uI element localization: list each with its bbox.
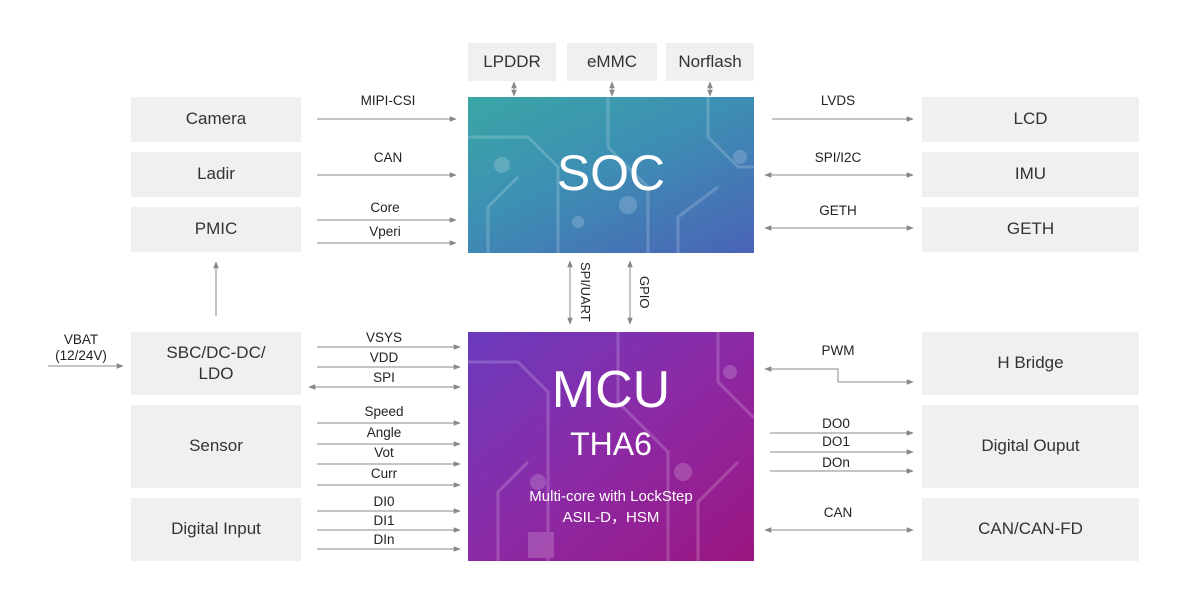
signal-label-ladir-can: CAN xyxy=(373,150,403,165)
lpddr-block: LPDDR xyxy=(468,43,556,81)
signal-label-di1: DI1 xyxy=(373,513,395,528)
signal-label-sbc-spi: SPI xyxy=(373,370,395,385)
vbat-range: (12/24V) xyxy=(55,348,107,363)
imu-block: IMU xyxy=(922,152,1139,197)
signal-label-mcu-can: CAN xyxy=(823,505,853,520)
signal-label-vsys: VSYS xyxy=(365,330,403,345)
mcu-title: MCU xyxy=(551,361,671,419)
ladir-block: Ladir xyxy=(131,152,301,197)
signal-label-angle: Angle xyxy=(366,425,402,440)
signal-label-di0: DI0 xyxy=(373,494,395,509)
signal-label-curr: Curr xyxy=(370,466,398,481)
signal-label-don: DOn xyxy=(822,455,850,470)
lcd-block: LCD xyxy=(922,97,1139,142)
norflash-block: Norflash xyxy=(666,43,754,81)
soc-trace-pattern xyxy=(468,97,754,253)
signal-label-vot: Vot xyxy=(374,445,394,460)
emmc-block: eMMC xyxy=(567,43,657,81)
signal-label-spi-i2c: SPI/I2C xyxy=(814,150,862,165)
signal-label-spi-uart: SPI/UART xyxy=(578,262,593,322)
signal-label-din: DIn xyxy=(373,532,395,547)
signal-label-mipi-csi: MIPI-CSI xyxy=(360,93,416,108)
signal-label-speed: Speed xyxy=(364,404,404,419)
signal-label-geth: GETH xyxy=(819,203,857,218)
signal-label-vperi: Vperi xyxy=(369,224,401,239)
sensor-block: Sensor xyxy=(131,405,301,488)
mcu-description-line1: Multi-core with LockStep xyxy=(529,488,693,505)
mcu-chip: MCU THA6 Multi-core with LockStep ASIL-D… xyxy=(468,332,754,561)
signal-label-pwm: PWM xyxy=(821,343,855,358)
can-fd-block: CAN/CAN-FD xyxy=(922,498,1139,561)
pwm-link xyxy=(764,366,914,385)
vbat-label: VBAT (12/24V) xyxy=(36,332,126,364)
signal-label-do1: DO1 xyxy=(822,434,850,449)
sbc-dcdc-ldo-block: SBC/DC-DC/ LDO xyxy=(131,332,301,395)
soc-title: SOC xyxy=(556,145,666,201)
mcu-subtitle: THA6 xyxy=(570,426,652,462)
signal-label-gpio: GPIO xyxy=(637,276,652,309)
signal-label-core: Core xyxy=(370,200,400,215)
soc-chip: SOC xyxy=(468,97,754,253)
signal-label-do0: DO0 xyxy=(822,416,850,431)
digital-input-block: Digital Input xyxy=(131,498,301,561)
mcu-description-line2: ASIL-D，HSM xyxy=(562,509,660,526)
digital-output-block: Digital Ouput xyxy=(922,405,1139,488)
pmic-block: PMIC xyxy=(131,207,301,252)
signal-label-lvds: LVDS xyxy=(820,93,856,108)
h-bridge-block: H Bridge xyxy=(922,332,1139,395)
camera-block: Camera xyxy=(131,97,301,142)
geth-block: GETH xyxy=(922,207,1139,252)
mcu-trace-pattern xyxy=(468,332,754,561)
signal-label-vdd: VDD xyxy=(369,350,399,365)
vbat-name: VBAT xyxy=(63,332,99,347)
